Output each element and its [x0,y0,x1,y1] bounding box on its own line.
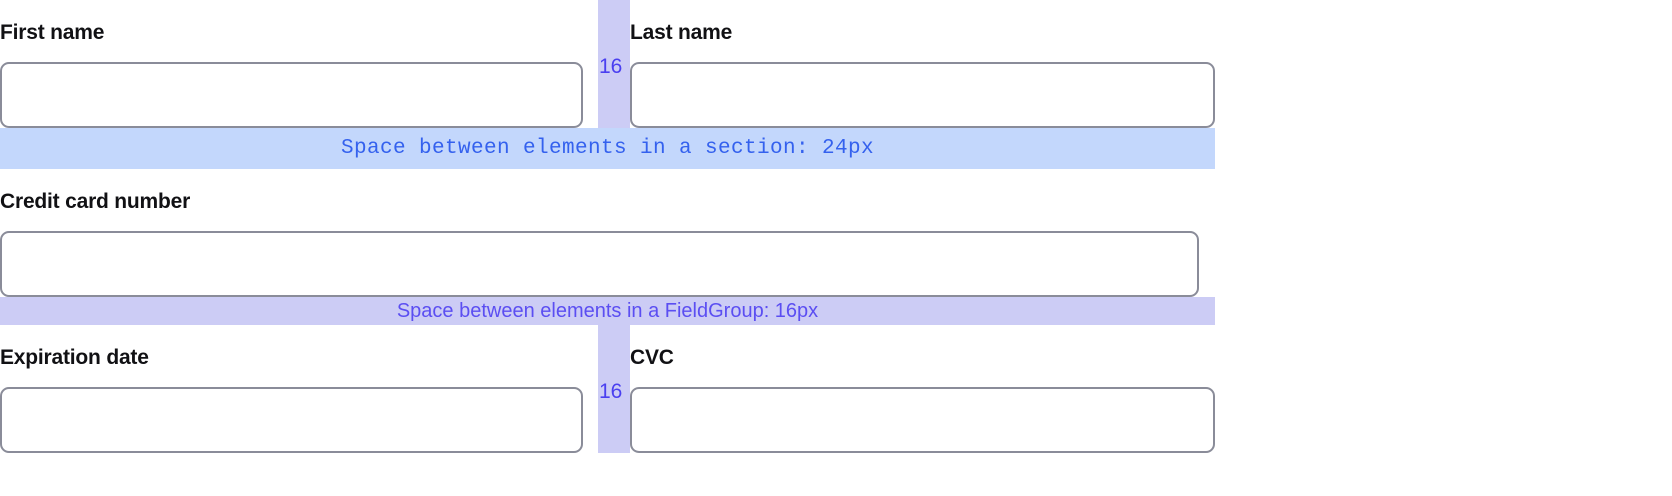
field-group-first-name: First name [0,0,598,128]
field-label-cvc: CVC [630,346,674,369]
field-row-name: First name 16 Last name [0,0,1215,128]
gap-strip-name-row: 16 [598,0,630,128]
gap-strip-label-expiry-row: 16 [599,380,623,403]
last-name-input[interactable] [630,62,1215,128]
field-label-credit-card-number: Credit card number [0,190,191,213]
spacing-annotation-section-text: Space between elements in a section: 24p… [340,137,875,160]
field-label-expiration-date: Expiration date [0,346,149,369]
field-row-credit-card: Credit card number [0,169,1215,297]
cvc-input[interactable] [630,387,1215,453]
field-group-cvc: CVC [630,325,1215,453]
spacing-annotation-fieldgroup-text: Space between elements in a FieldGroup: … [396,300,819,322]
field-group-credit-card: Credit card number [0,169,1199,297]
spacing-annotation-section: Space between elements in a section: 24p… [0,128,1215,169]
field-group-last-name: Last name [630,0,1215,128]
expiration-date-input[interactable] [0,387,583,453]
field-row-expiry-cvc: Expiration date 16 CVC [0,325,1215,453]
spacing-annotation-fieldgroup: Space between elements in a FieldGroup: … [0,297,1215,325]
gap-strip-expiry-row: 16 [598,325,630,453]
first-name-input[interactable] [0,62,583,128]
field-label-first-name: First name [0,21,105,44]
field-group-expiration-date: Expiration date [0,325,598,453]
credit-card-number-input[interactable] [0,231,1199,297]
field-label-last-name: Last name [630,21,733,44]
annotated-form: First name 16 Last name Space between el… [0,0,1215,453]
gap-strip-label-name-row: 16 [599,55,623,78]
